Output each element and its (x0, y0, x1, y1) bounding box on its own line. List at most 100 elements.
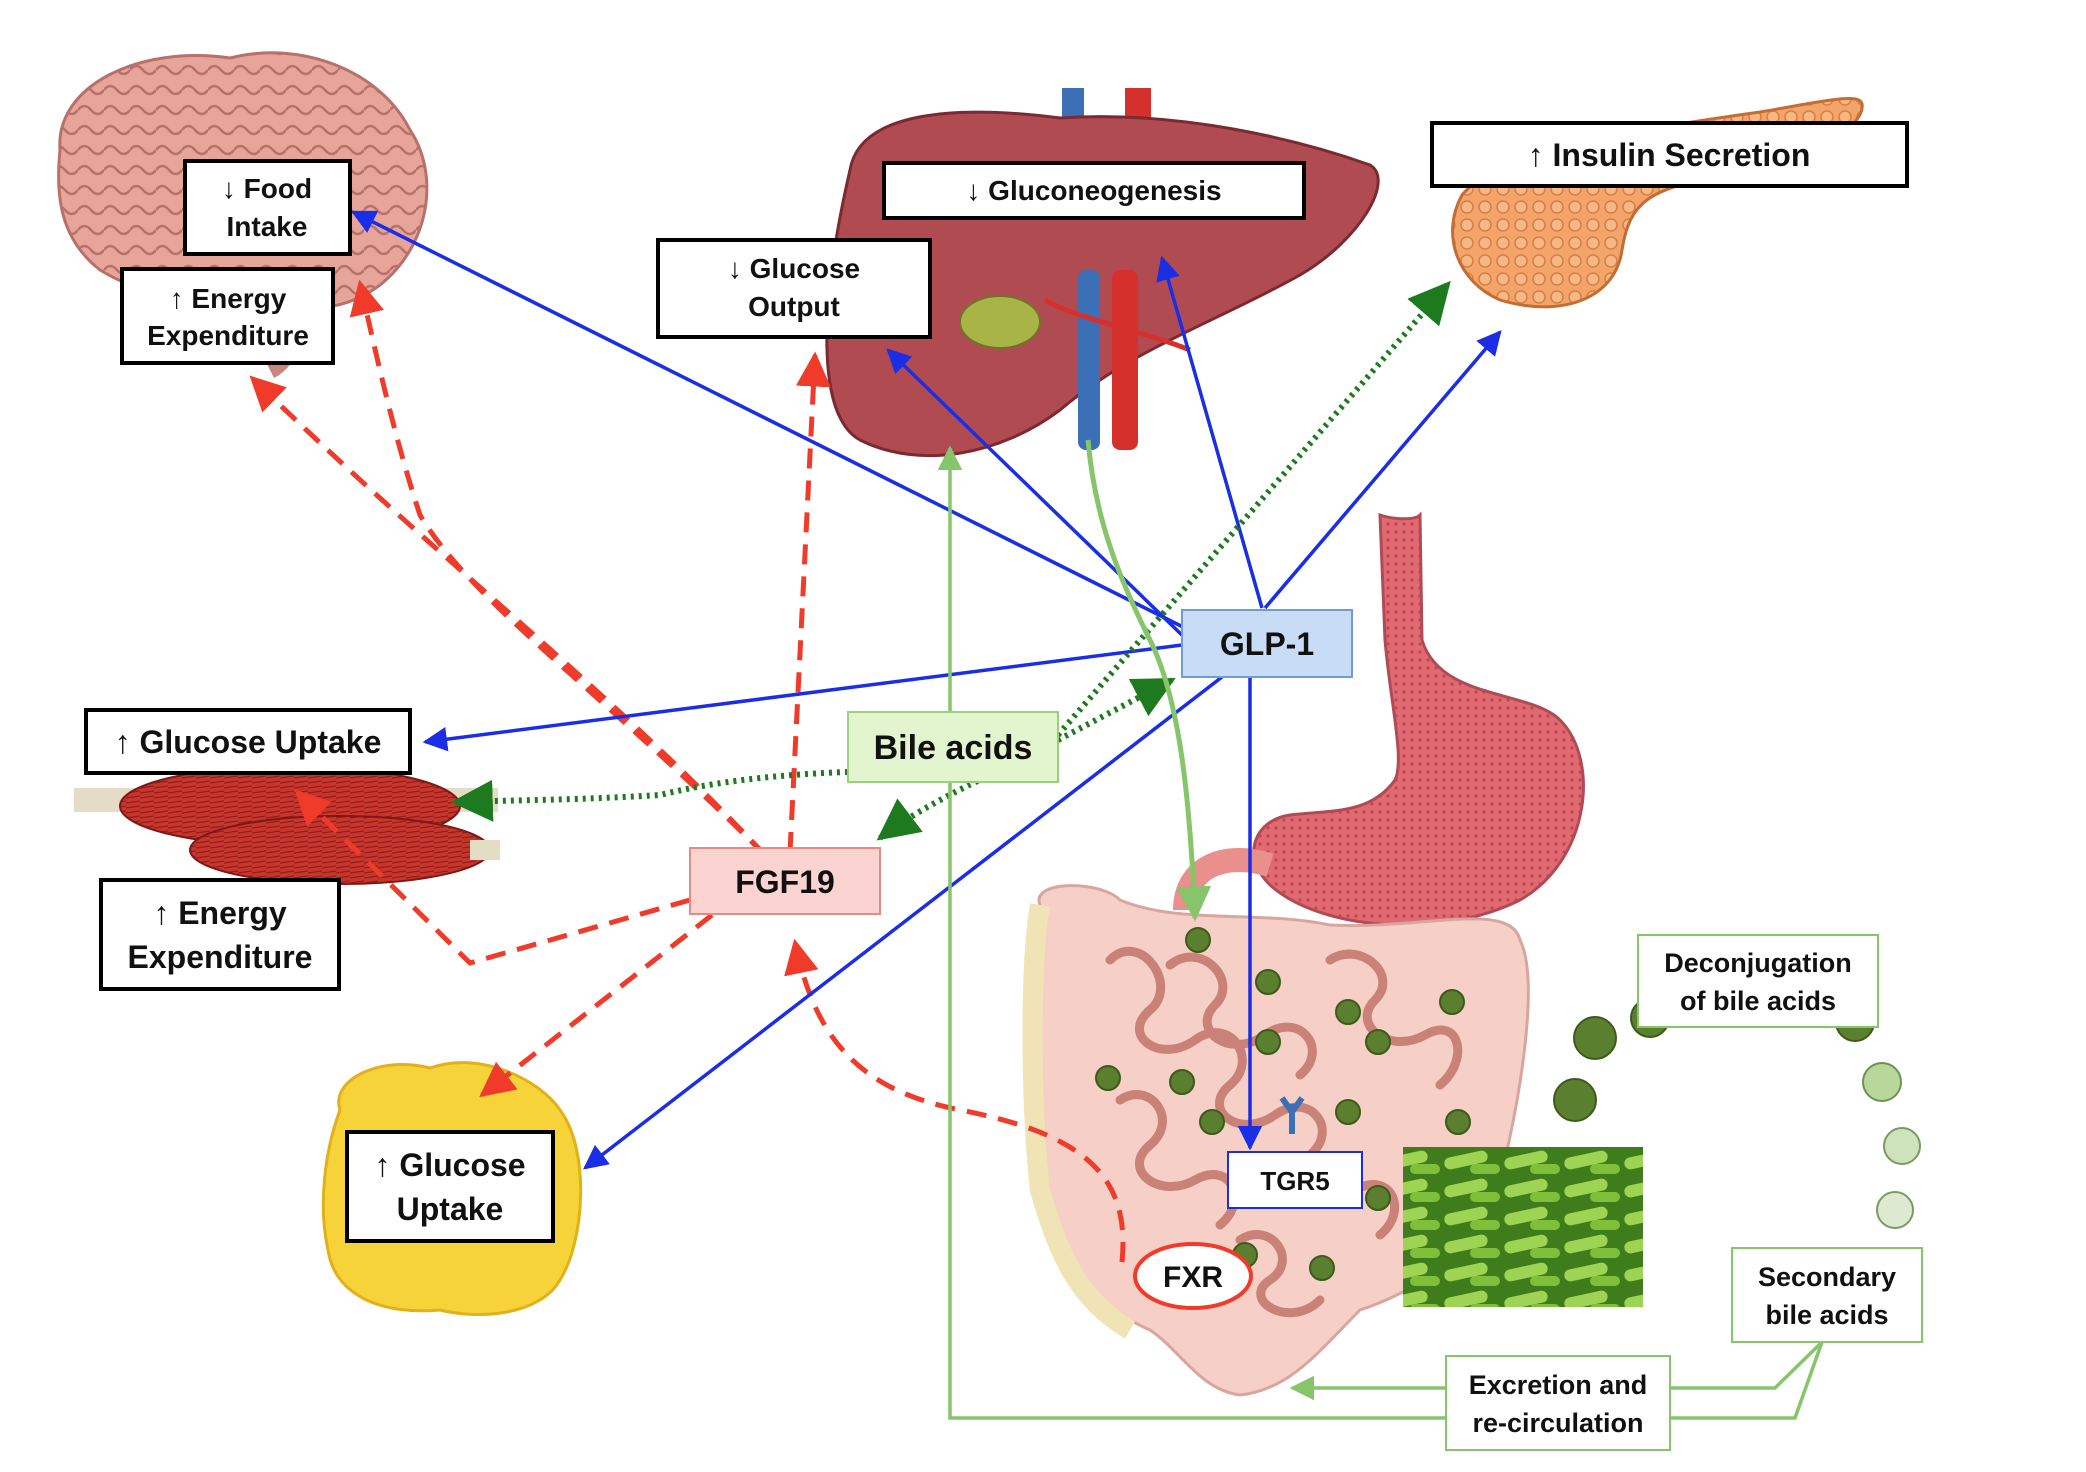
stomach-illustration (1173, 511, 1585, 927)
muscle-energy-line-1: ↑ Energy (153, 895, 287, 931)
bile-acids-label: Bile acids (874, 729, 1033, 767)
muscle-glucose-uptake-label: ↑ Glucose Uptake (115, 724, 382, 760)
bile-particle (1169, 1069, 1195, 1095)
fgf19-arrows (249, 279, 1126, 1263)
adipose-glucose-line-2: Uptake (397, 1191, 504, 1227)
bile-particle (1365, 1185, 1391, 1211)
svg-text:Excretion and: Excretion and (1469, 1370, 1648, 1400)
tgr5-receptor-icon (1279, 1096, 1305, 1134)
svg-text:Bile acids: Bile acids (874, 729, 1033, 767)
glp1-to-gluconeogenesis-arrow (1156, 255, 1264, 609)
excretion-line-1: Excretion and (1469, 1370, 1648, 1400)
fgf19-label: FGF19 (735, 864, 835, 900)
food-intake-line-1: ↓ Food (222, 173, 312, 204)
brain-energy-expenditure-box: ↑ Energy Expenditure (120, 267, 335, 365)
bile-particle (1553, 1078, 1597, 1122)
gluconeogenesis-box: ↓ Gluconeogenesis (882, 161, 1306, 220)
secondary-bile-line-2: bile acids (1765, 1300, 1888, 1330)
deconjugation-box: Deconjugation of bile acids (1637, 934, 1879, 1028)
svg-text:FXR: FXR (1163, 1261, 1223, 1294)
bile-particle (1335, 1099, 1361, 1125)
bile-particle (1095, 1065, 1121, 1091)
fgf19-to-food-intake-arrow (349, 279, 767, 857)
deconjugation-line-2: of bile acids (1680, 986, 1836, 1016)
glp1-to-glucose-output-arrow (886, 348, 1187, 640)
insulin-secretion-label: ↑ Insulin Secretion (1528, 137, 1811, 173)
glp1-arrows (350, 210, 1502, 1170)
svg-text:GLP-1: GLP-1 (1220, 626, 1314, 662)
gut-bacteria-illustration (1403, 1147, 1643, 1307)
bile-particle (1876, 1191, 1914, 1229)
bile-particle (1883, 1127, 1921, 1165)
adipose-glucose-line-1: ↑ Glucose (374, 1147, 525, 1183)
bile-to-fgf19-arrow (876, 742, 1060, 841)
svg-text:Intake: Intake (227, 211, 308, 242)
tgr5-label: TGR5 (1260, 1166, 1329, 1196)
muscle-energy-line-2: Expenditure (128, 939, 313, 975)
bile-particle (1199, 1109, 1225, 1135)
glp1-node: GLP-1 (1181, 609, 1353, 678)
bile-particle (1573, 1016, 1617, 1060)
svg-text:Secondary: Secondary (1758, 1262, 1896, 1292)
secondary-to-excretion-line-a (1670, 1340, 1824, 1390)
intestine-illustration (1022, 884, 1530, 1397)
svg-text:Expenditure: Expenditure (128, 939, 313, 975)
tgr5-node: TGR5 (1227, 1151, 1363, 1209)
bile-particle (1439, 989, 1465, 1015)
glucose-output-line-2: Output (748, 291, 840, 322)
svg-text:Deconjugation: Deconjugation (1664, 948, 1852, 978)
svg-text:↓ Glucose: ↓ Glucose (728, 253, 860, 284)
brain-energy-line-2: Expenditure (147, 320, 309, 351)
glucose-output-box: ↓ Glucose Output (656, 238, 932, 339)
bile-particle (1255, 969, 1281, 995)
fxr-label: FXR (1163, 1261, 1223, 1294)
bile-acids-node: Bile acids (847, 711, 1059, 783)
svg-text:Expenditure: Expenditure (147, 320, 309, 351)
secondary-bile-line-1: Secondary (1758, 1262, 1896, 1292)
glp1-to-muscle-glucose-uptake-arrow (422, 643, 1183, 752)
svg-text:↑ Glucose Uptake: ↑ Glucose Uptake (115, 724, 382, 760)
svg-text:↓ Gluconeogenesis: ↓ Gluconeogenesis (966, 175, 1221, 206)
bile-particle (1445, 1109, 1471, 1135)
svg-text:re-circulation: re-circulation (1472, 1408, 1643, 1438)
glucose-output-line-1: ↓ Glucose (728, 253, 860, 284)
glp1-to-food-intake-arrow (350, 210, 1186, 630)
fgf19-node: FGF19 (689, 847, 881, 915)
excretion-box: Excretion and re-circulation (1445, 1355, 1671, 1451)
bile-to-insulin-arrow (1055, 280, 1451, 737)
muscle-glucose-uptake-box: ↑ Glucose Uptake (84, 708, 412, 775)
fgf19-to-glucose-output-arrow (787, 351, 831, 853)
secondary-to-excretion-line-b (1670, 1341, 1824, 1420)
glp1-to-adipose-glucose-uptake-arrow (583, 675, 1224, 1170)
svg-text:↑ Insulin Secretion: ↑ Insulin Secretion (1528, 137, 1811, 173)
svg-text:↑ Energy: ↑ Energy (153, 895, 287, 931)
food-intake-box: ↓ Food Intake (183, 159, 352, 256)
gluconeogenesis-label: ↓ Gluconeogenesis (966, 175, 1221, 206)
svg-text:↑ Glucose: ↑ Glucose (374, 1147, 525, 1183)
brain-energy-line-1: ↑ Energy (170, 283, 287, 314)
svg-text:bile acids: bile acids (1765, 1300, 1888, 1330)
bile-to-glp1-arrow (1056, 677, 1176, 743)
excretion-line-2: re-circulation (1472, 1408, 1643, 1438)
svg-text:FGF19: FGF19 (735, 864, 835, 900)
bile-particle (1335, 999, 1361, 1025)
bile-particle (1365, 1029, 1391, 1055)
liver-to-intestine-bile-flow (1085, 439, 1212, 922)
adipose-glucose-uptake-box: ↑ Glucose Uptake (345, 1130, 555, 1243)
glp1-to-insulin-arrow (1263, 330, 1502, 610)
fgf19-to-adipose-arrow (479, 913, 714, 1098)
secondary-bile-acids-box: Secondary bile acids (1731, 1247, 1923, 1343)
bile-to-muscle-arrow (450, 769, 849, 822)
deconjugation-line-1: Deconjugation (1664, 948, 1852, 978)
fxr-node: FXR (1133, 1242, 1253, 1310)
svg-text:Uptake: Uptake (397, 1191, 504, 1227)
bile-acid-arrows (450, 280, 1451, 841)
svg-text:of bile acids: of bile acids (1680, 986, 1836, 1016)
bile-particle (1309, 1255, 1335, 1281)
bile-particle (1185, 927, 1211, 953)
bile-particle (1255, 1029, 1281, 1055)
svg-text:TGR5: TGR5 (1260, 1166, 1329, 1196)
muscle-energy-expenditure-box: ↑ Energy Expenditure (99, 878, 341, 991)
fxr-to-fgf19-arrow (784, 938, 1126, 1263)
